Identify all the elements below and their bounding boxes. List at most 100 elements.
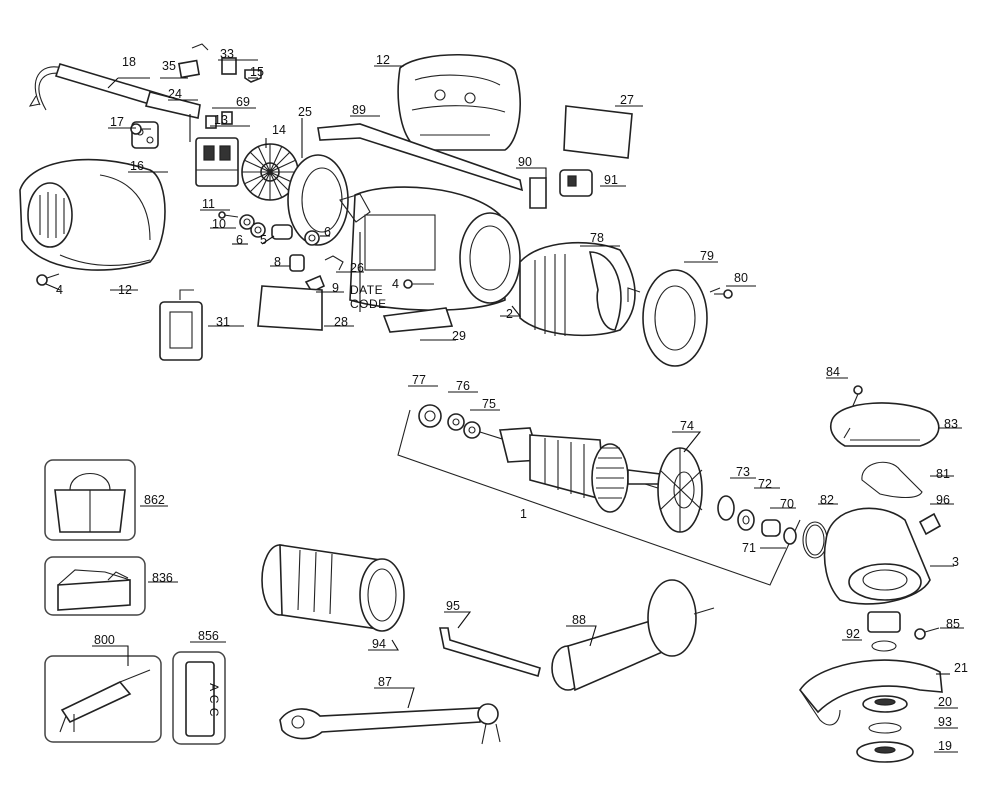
label-16: 16 <box>130 159 144 173</box>
screw-85 <box>914 627 940 640</box>
bearing-5 <box>271 224 293 240</box>
tag-text: A C C <box>207 683 221 717</box>
label-35: 35 <box>162 59 176 73</box>
nut-19 <box>856 741 914 763</box>
label-27: 27 <box>620 93 634 107</box>
label-95: 95 <box>446 599 460 613</box>
label-33: 33 <box>220 47 234 61</box>
label-76: 76 <box>456 379 470 393</box>
screw-4-mid <box>403 279 434 289</box>
label-4-left: 4 <box>56 283 63 297</box>
switch-bar-89 <box>317 123 524 192</box>
o-ring-82 <box>802 521 828 559</box>
guard-21 <box>799 659 943 726</box>
motor-housing-2 <box>339 186 521 311</box>
label-9: 9 <box>332 281 339 295</box>
label-2: 2 <box>506 307 513 321</box>
screw-11 <box>218 211 239 219</box>
label-6a: 6 <box>236 233 243 247</box>
label-70: 70 <box>780 497 794 511</box>
baffle-25 <box>287 154 349 246</box>
part-90 <box>529 177 547 209</box>
label-73: 73 <box>736 465 750 479</box>
label-29 <box>382 307 454 333</box>
label-28: 28 <box>334 315 348 329</box>
label-25: 25 <box>298 105 312 119</box>
motor-housing-12-left <box>19 158 166 271</box>
label-81: 81 <box>936 467 950 481</box>
label-15: 15 <box>250 65 264 79</box>
label-26: 26 <box>350 261 364 275</box>
brush-holder-15 <box>244 69 262 83</box>
label-93: 93 <box>938 715 952 729</box>
label-77: 77 <box>412 373 426 387</box>
label-21: 21 <box>954 661 968 675</box>
spanner-87 <box>279 703 501 745</box>
label-17: 17 <box>110 115 124 129</box>
label-92: 92 <box>846 627 860 641</box>
brush-part-35 <box>177 59 201 79</box>
washer-73 <box>717 495 735 521</box>
screw-4-left <box>36 273 60 286</box>
label-83: 83 <box>944 417 958 431</box>
label-12-left: 12 <box>118 283 132 297</box>
label-24: 24 <box>168 87 182 101</box>
label-19: 19 <box>938 739 952 753</box>
code-text: CODE <box>350 297 387 311</box>
brush-spring-33 <box>191 43 237 75</box>
label-91: 91 <box>604 173 618 187</box>
label-79: 79 <box>700 249 714 263</box>
label-71: 71 <box>742 541 756 555</box>
label-20: 20 <box>938 695 952 709</box>
module-31 <box>159 289 203 361</box>
part-91 <box>559 169 593 197</box>
accessory-card-836 <box>44 556 146 616</box>
screw-80 <box>714 289 733 299</box>
brush-69 <box>205 111 233 129</box>
label-1: 1 <box>520 507 527 521</box>
boot-94 <box>261 544 405 632</box>
label-72: 72 <box>758 477 772 491</box>
leader-lines <box>45 59 964 753</box>
label-82: 82 <box>820 493 834 507</box>
clip-26 <box>324 255 344 271</box>
label-4-mid: 4 <box>392 277 399 291</box>
label-74: 74 <box>680 419 694 433</box>
washer-10 <box>239 214 255 230</box>
gear-cover-83 <box>829 402 940 447</box>
ring-92 <box>871 640 897 652</box>
power-cord <box>28 63 201 119</box>
spring-81 <box>861 461 923 499</box>
switch-13 <box>195 137 239 187</box>
label-10: 10 <box>212 217 226 231</box>
hex-key-95 <box>439 627 541 678</box>
label-8: 8 <box>274 255 281 269</box>
armature-assembly-1 <box>397 404 801 586</box>
label-80: 80 <box>734 271 748 285</box>
label-12-top: 12 <box>376 53 390 67</box>
label-800: 800 <box>94 633 115 647</box>
field-78 <box>519 241 636 337</box>
label-3: 3 <box>952 555 959 569</box>
label-13: 13 <box>214 113 228 127</box>
label-28 <box>257 285 323 331</box>
label-96: 96 <box>936 493 950 507</box>
label-6b: 6 <box>324 225 331 239</box>
part-8 <box>289 254 305 272</box>
label-5: 5 <box>260 233 267 247</box>
label-75: 75 <box>482 397 496 411</box>
accessory-card-800 <box>44 655 162 743</box>
label-14: 14 <box>272 123 286 137</box>
ring-70 <box>783 527 797 545</box>
bearing-71 <box>761 519 781 537</box>
label-90: 90 <box>518 155 532 169</box>
label-85: 85 <box>946 617 960 631</box>
label-18: 18 <box>122 55 136 69</box>
label-856: 856 <box>198 629 219 643</box>
flange-20 <box>862 695 908 713</box>
label-87: 87 <box>378 675 392 689</box>
label-11: 11 <box>202 197 215 211</box>
washer-93 <box>868 722 902 734</box>
label-862: 862 <box>144 493 165 507</box>
